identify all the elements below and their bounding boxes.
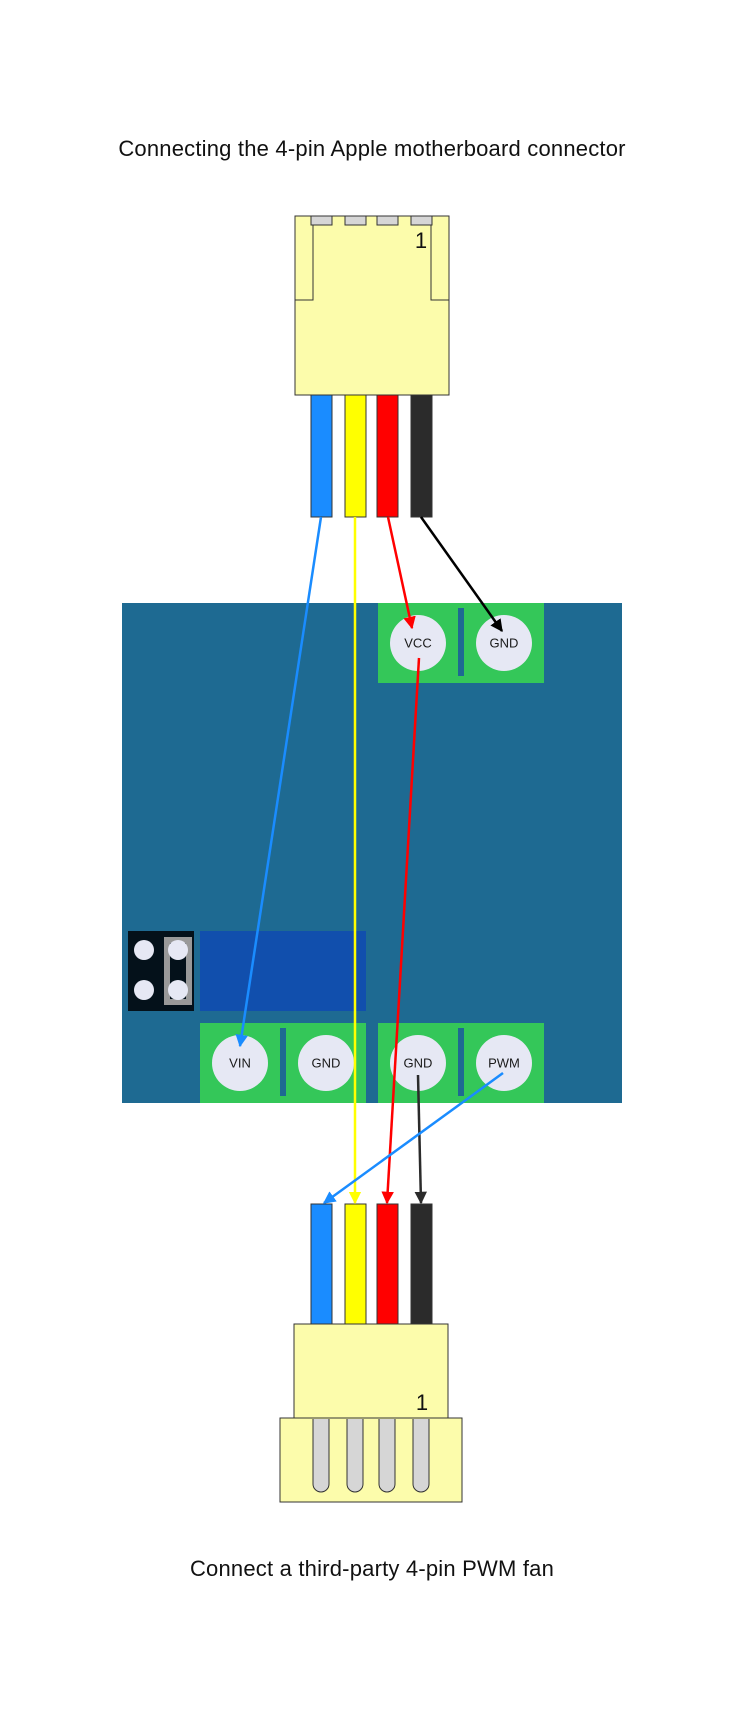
connection-black-to-gnd (419, 516, 504, 633)
board-module (200, 931, 366, 1011)
connections (235, 516, 504, 1205)
pad-vin (212, 1035, 268, 1091)
jumper-pin-4 (168, 980, 188, 1000)
top-connector-housing (294, 215, 450, 396)
fan-wire-blue (310, 1203, 333, 1327)
top-connector-contact-3 (376, 215, 399, 226)
top-wire-red (376, 394, 399, 518)
diagram-title-bottom: Connect a third-party 4-pin PWM fan (189, 1556, 555, 1581)
fan-wire-red (376, 1203, 399, 1327)
jumper-pin-1 (134, 940, 154, 960)
top-connector-pin1-marker: 1 (415, 228, 427, 253)
pad-pwm (476, 1035, 532, 1091)
fan-header-pin-3 (378, 1419, 396, 1493)
pad-vcc-label: VCC (404, 636, 431, 651)
fan-wire-yellow (344, 1203, 367, 1327)
pad-gnd-bottom-right-label: GND (404, 1056, 433, 1071)
board-pcb (122, 603, 622, 1103)
controller-board: VCC GND VIN GND GND PWM (122, 603, 622, 1103)
connection-blue-to-vin (235, 516, 323, 1048)
terminal-divider-top (458, 608, 464, 676)
jumper-pin-2 (134, 980, 154, 1000)
diagram-title-top: Connecting the 4-pin Apple motherboard c… (118, 136, 626, 161)
top-connector-contact-4 (410, 215, 433, 226)
pad-pwm-label: PWM (488, 1056, 520, 1071)
top-wire-black (410, 394, 433, 518)
top-connector-contact-1 (310, 215, 333, 226)
fan-header-pin-4 (412, 1419, 430, 1493)
top-connector-latch-right (430, 216, 449, 301)
terminal-divider-bottom-left (280, 1028, 286, 1096)
fan-header-pin-2 (346, 1419, 364, 1493)
pad-gnd-bottom-right (390, 1035, 446, 1091)
connection-red-to-vcc (386, 516, 416, 630)
top-connector-latch-left (295, 216, 314, 301)
fan-connector-pin1-marker: 1 (416, 1390, 428, 1415)
terminal-divider-bottom-right (458, 1028, 464, 1096)
connection-vcc-to-fan-red (381, 657, 421, 1205)
pad-vin-label: VIN (229, 1056, 251, 1071)
pad-gnd-top (476, 615, 532, 671)
top-connector: 1 (294, 215, 450, 518)
top-connector-contact-2 (344, 215, 367, 226)
pad-gnd-bottom-left-label: GND (312, 1056, 341, 1071)
connection-gnd-to-fan-black (414, 1074, 427, 1205)
fan-header-base (279, 1417, 463, 1503)
fan-connector: 1 (279, 1203, 463, 1503)
connection-pwm-to-fan-blue (322, 1071, 504, 1205)
fan-wire-black (410, 1203, 433, 1327)
top-wire-blue (310, 394, 333, 518)
pad-gnd-bottom-left (298, 1035, 354, 1091)
top-wire-yellow (344, 394, 367, 518)
pad-gnd-top-label: GND (490, 636, 519, 651)
jumper-pin-3 (168, 940, 188, 960)
fan-header-pin-1 (312, 1419, 330, 1493)
fan-connector-housing (293, 1323, 449, 1420)
